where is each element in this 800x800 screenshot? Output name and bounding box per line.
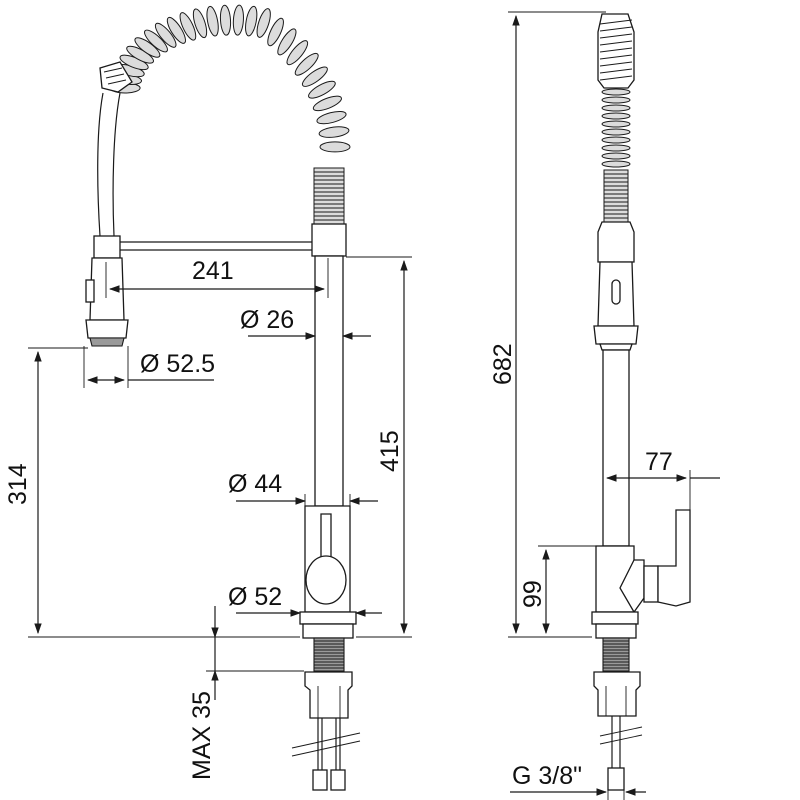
side-column-joint: [597, 221, 635, 263]
dim-label-dia-44: Ø 44: [228, 470, 282, 498]
dim-label-dia-52-5: Ø 52.5: [140, 350, 215, 378]
dim-label-77: 77: [645, 448, 673, 476]
dim-dia-52-5: Ø 52.5: [83, 346, 215, 388]
hose: [97, 92, 104, 237]
dim-label-dia-26: Ø 26: [240, 306, 294, 334]
dim-99: 99: [519, 545, 596, 635]
lever-front: [320, 513, 332, 561]
main-column: [314, 255, 344, 507]
side-view: 682 77 99 G 3/8": [489, 11, 720, 800]
dim-label-dia-52: Ø 52: [228, 583, 282, 611]
dim-314: 314: [4, 347, 300, 638]
base-ring: [299, 611, 357, 625]
side-main-column: [602, 349, 630, 547]
dim-dia-26: Ø 26: [240, 306, 371, 340]
dim-241: 241: [105, 257, 329, 298]
mounting-nut: [304, 671, 353, 719]
supply-hoses: [291, 718, 361, 791]
dim-77: 77: [602, 448, 720, 512]
dim-label-682: 682: [489, 343, 517, 385]
dim-label-314: 314: [4, 463, 32, 505]
spray-handle: [85, 235, 312, 347]
side-spray-head: [597, 13, 635, 89]
dim-dia-44: Ø 44: [228, 470, 378, 522]
column-joint: [311, 223, 347, 257]
front-view: 241 Ø 26 Ø 52.5 314 415: [4, 4, 412, 791]
side-mounting-nut: [593, 671, 641, 717]
dim-label-max-35: MAX 35: [188, 691, 216, 780]
spring-coil: [109, 4, 351, 153]
dim-g-3-8: G 3/8": [510, 762, 646, 800]
side-lever: [619, 509, 691, 614]
dim-dia-52: Ø 52: [228, 583, 382, 617]
dim-label-241: 241: [192, 257, 234, 285]
dim-415: 415: [346, 256, 412, 638]
dim-label-415: 415: [376, 430, 404, 472]
dim-label-99: 99: [519, 580, 547, 608]
dim-label-g-3-8: G 3/8": [512, 762, 582, 790]
dim-max-35: MAX 35: [188, 606, 304, 780]
spray-head-top: [99, 61, 133, 93]
dim-682: 682: [489, 11, 606, 638]
threaded-shank: [313, 637, 345, 673]
